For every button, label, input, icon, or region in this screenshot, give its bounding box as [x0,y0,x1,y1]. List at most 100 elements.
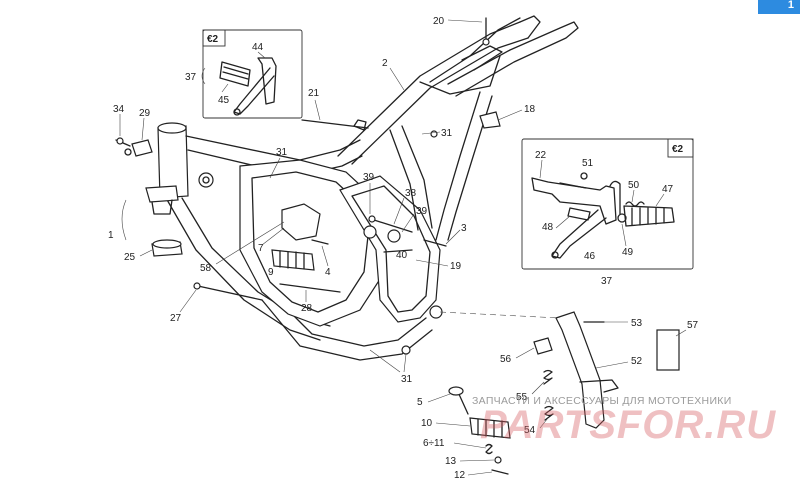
lower-rail-b [269,291,427,347]
callout-12: 12 [454,470,466,481]
callout-2: 2 [382,58,388,69]
footpeg-10-part [469,417,511,439]
rear-strut-c [435,91,481,241]
pin-5-part [457,391,469,415]
callout-58: 58 [200,263,212,274]
rear-subframe-upper [337,21,521,157]
bracket-58-part [281,203,321,241]
callout-37-left: 37 [185,72,197,83]
callout-50: 50 [628,180,640,191]
steering-lock-part [145,185,179,203]
callout-20: 20 [433,16,445,27]
left-box-badge-frame [202,29,226,47]
callout-52: 52 [631,356,643,367]
nut-31-bottom [401,345,411,355]
callout-31-upper: 31 [276,147,288,158]
callout-18: 18 [524,104,536,115]
engine-cradle-inner [251,171,369,313]
pin-48-part [567,207,591,221]
callout-47: 47 [662,184,674,195]
callout-19: 19 [450,261,462,272]
steering-head-top [157,122,187,134]
callout-55: 55 [516,392,528,403]
bolt-40-part [383,249,413,253]
washer-49-part [617,213,627,223]
pivot-plate-inner [351,185,431,313]
nut-51-part [580,172,588,180]
left-detail-box: €2 44 45 37 [185,29,303,119]
bracket-eye-part [233,108,241,116]
spring-50-part [625,201,645,207]
rear-bracket-part [531,177,617,225]
right-box-badge: €2 [672,144,684,155]
pin-12-part [491,469,509,475]
rear-bracket-eye [551,251,559,259]
rear-strut-a [389,129,419,231]
down-tube-front [165,197,321,341]
callout-39-side: 39 [416,206,428,217]
footpeg-47-teeth [631,207,665,226]
corner-tab-label: 1 [787,0,794,11]
callout-3: 3 [461,223,467,234]
rubber-57-part [656,329,680,371]
callout-9: 9 [268,267,274,278]
main-frame [157,15,579,361]
callout-13: 13 [445,456,457,467]
rear-subframe-end-a [519,15,541,39]
callout-4: 4 [325,267,331,278]
watermark-caption: ЗАПЧАСТИ И АКСЕССУАРЫ ДЛЯ МОТОТЕХНИКИ [472,395,732,407]
bolt-51-part [559,182,587,189]
corner-tab: 1 [758,0,800,14]
shock-mount-left [363,225,377,239]
bolt-28-part [279,283,341,293]
callout-25: 25 [124,252,136,263]
footpeg-45-teeth [222,66,249,80]
callout-10: 10 [421,418,433,429]
bolt-21-part [301,119,369,129]
washer-13-part [494,456,502,464]
callout-46: 46 [584,251,596,262]
lower-rail-a [261,299,433,361]
footpeg-45-part [219,61,251,87]
callout-31-right: 31 [441,128,453,139]
spring-55-part [543,369,553,385]
callout-37-right: 37 [601,276,613,287]
callout-34: 34 [113,104,125,115]
clamp-29-part [131,139,153,157]
nut-31-part [430,130,438,138]
callout-54: 54 [524,425,536,436]
top-tube-upper [185,135,361,161]
bolt-27-part [197,285,263,301]
callout-49: 49 [622,247,634,258]
right-detail-box: €2 22 51 50 47 48 49 46 37 [521,138,694,287]
rear-bracket-arm [551,209,607,259]
rear-crossmember [419,55,501,95]
footpeg-9-part [271,249,315,271]
callout-39-top: 39 [363,172,375,183]
callout-56: 56 [500,354,512,365]
bracket-44-part [257,57,277,105]
callout-1: 1 [108,230,114,241]
callout-51: 51 [582,158,594,169]
callout-7: 7 [258,243,264,254]
callout-28: 28 [301,303,313,314]
loose-parts [115,17,680,475]
callout-22: 22 [535,150,547,161]
plate-56-part [533,337,553,355]
bracket-arm-part [233,67,275,115]
callout-48: 48 [542,222,554,233]
watermark-logo: PARTSFOR.RU [480,403,777,447]
callout-21: 21 [308,88,320,99]
callout-31-bottom: 31 [401,374,413,385]
callout-45: 45 [218,95,230,106]
bolt-3-part [423,239,447,247]
callout-53: 53 [631,318,643,329]
pin-4-part [311,239,329,245]
left-box-frame [202,29,303,119]
callout-44: 44 [252,42,264,53]
right-box-badge-frame [667,138,694,158]
clip-18-part [479,111,501,129]
callout-38: 38 [405,188,417,199]
side-stand-foot [579,379,619,393]
